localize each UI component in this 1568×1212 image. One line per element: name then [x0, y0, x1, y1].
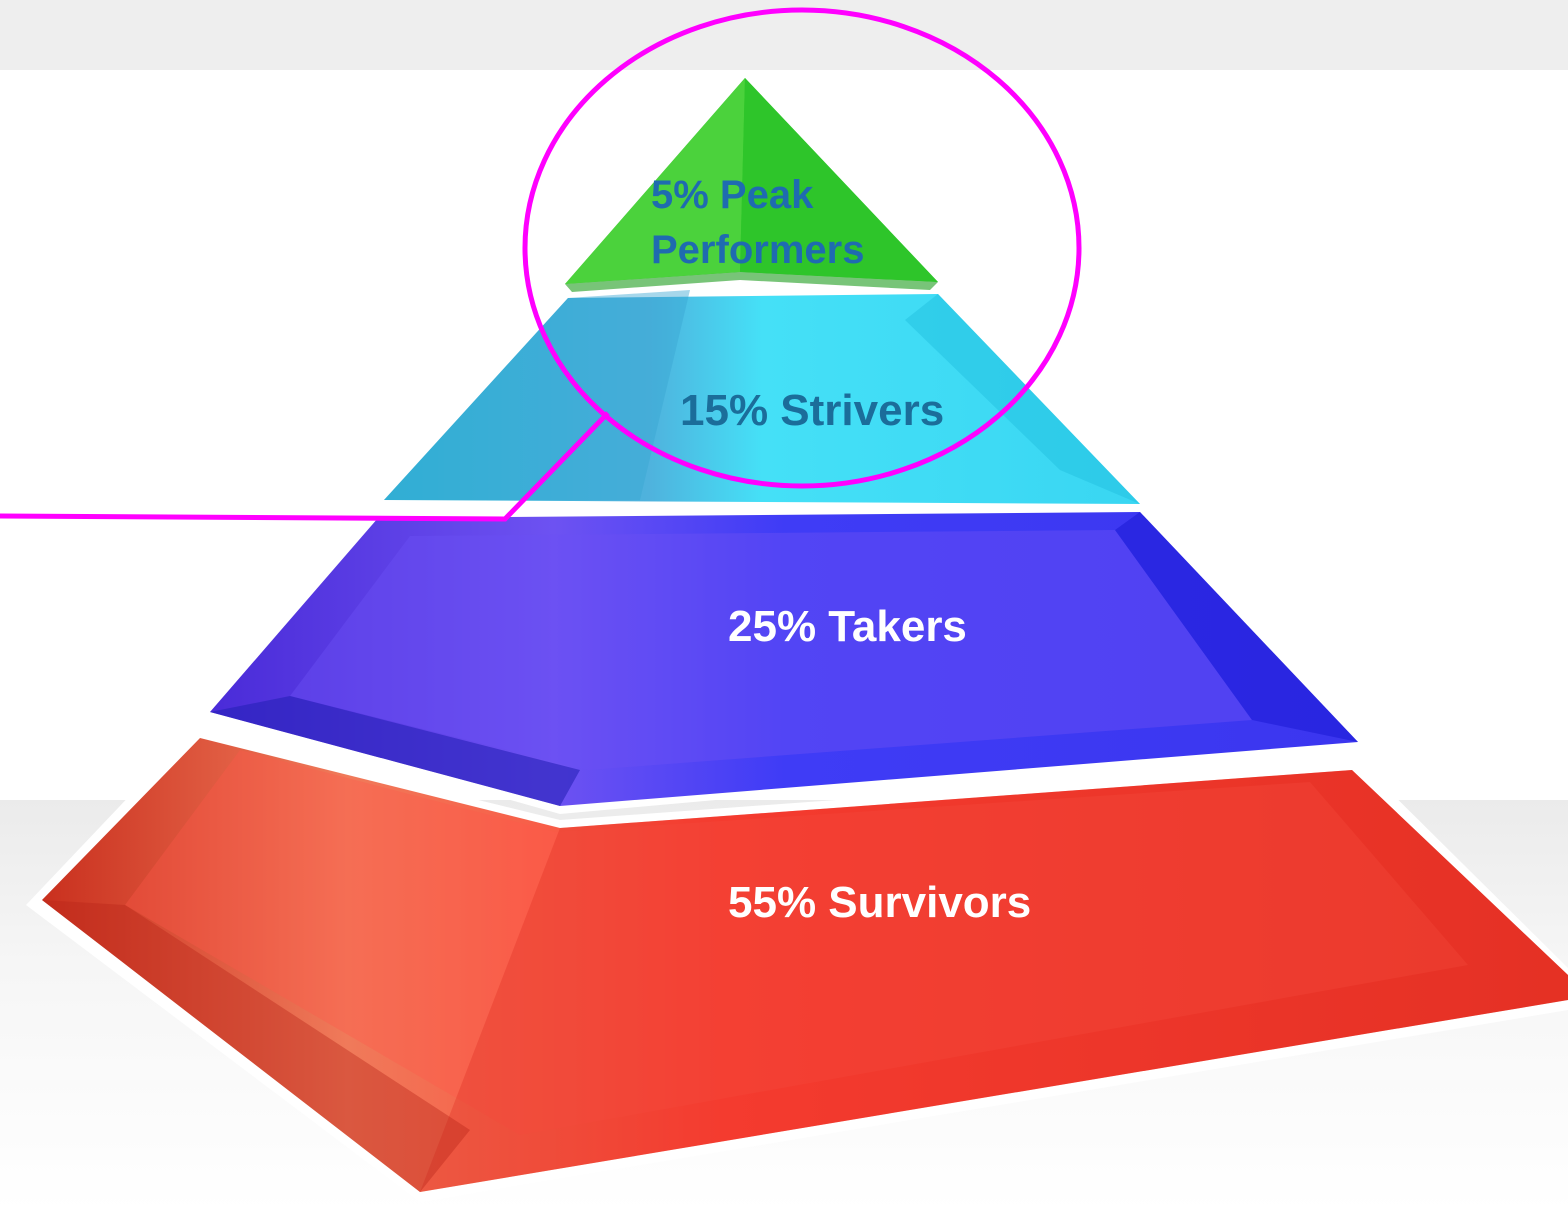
label-peak-line1: 5% Peak — [651, 173, 814, 217]
label-peak-performers: 5% Peak Performers — [651, 168, 921, 278]
level-survivors — [26, 730, 1568, 1202]
level-takers — [206, 506, 1362, 814]
annotation-highlight — [0, 7, 1082, 522]
label-strivers: 15% Strivers — [680, 386, 945, 435]
level-peak — [565, 78, 938, 292]
label-survivors: 55% Survivors — [728, 878, 1032, 927]
label-peak-line2: Performers — [651, 228, 865, 272]
label-takers: 25% Takers — [728, 602, 967, 651]
